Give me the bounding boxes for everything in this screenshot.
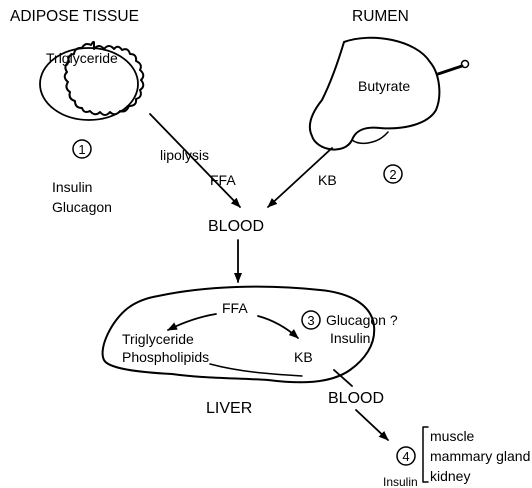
step-1-number: 1: [78, 142, 85, 157]
tissue-muscle: muscle: [430, 428, 475, 444]
lipolysis-label: lipolysis: [160, 147, 209, 163]
periphery-hormone-insulin: Insulin: [383, 475, 418, 488]
rumen-lower-fold: [352, 132, 388, 143]
rumen-kb-label: KB: [318, 172, 337, 188]
liver-product-phospholipids: Phospholipids: [122, 349, 209, 365]
liver-ffa-label: FFA: [222, 300, 248, 316]
liver-product-triglyceride: Triglyceride: [122, 331, 194, 347]
liver-to-blood-line: [334, 370, 352, 386]
ffa-to-kb-arrow: [258, 316, 298, 338]
adipose-hormone-insulin: Insulin: [52, 179, 92, 195]
liver-hormone-insulin: Insulin: [330, 330, 370, 346]
ffa-to-triglyceride-arrow: [168, 314, 216, 330]
liver-lobe-line: [210, 364, 302, 376]
step-2-number: 2: [389, 167, 396, 182]
liver-kb-label: KB: [294, 349, 313, 365]
rumen-content-label: Butyrate: [358, 78, 410, 94]
adipose-content-label: Triglyceride: [46, 50, 118, 66]
blood-to-periphery-arrow: [356, 410, 388, 440]
blood-lower-label: BLOOD: [328, 390, 384, 407]
rumen-heading: RUMEN: [352, 8, 409, 25]
blood-main-label: BLOOD: [208, 218, 264, 235]
tissue-bracket: [423, 427, 428, 482]
rumen-tube-end: [462, 61, 469, 68]
liver-hormone-glucagon: Glucagon ?: [326, 312, 398, 328]
step-4-number: 4: [402, 449, 409, 464]
adipose-hormone-glucagon: Glucagon: [52, 199, 112, 215]
tissue-kidney: kidney: [430, 468, 470, 484]
tissue-mammary-gland: mammary gland: [430, 448, 530, 464]
step-3-number: 3: [307, 313, 314, 328]
adipose-tissue-heading: ADIPOSE TISSUE: [10, 8, 139, 25]
adipose-ffa-label: FFA: [210, 172, 236, 188]
rumen-tube: [438, 66, 462, 74]
liver-label: LIVER: [206, 400, 252, 417]
